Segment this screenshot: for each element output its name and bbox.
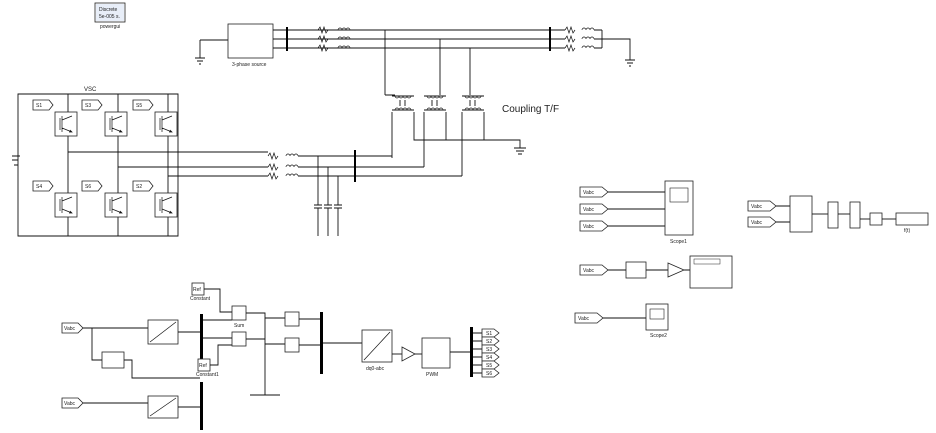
dc-source-icon xyxy=(12,155,20,166)
scope1-input-tags: Vabc Vabc Vabc xyxy=(579,186,609,232)
load-ground-icon xyxy=(602,38,635,67)
svg-text:Ref: Ref xyxy=(199,363,207,369)
igbt-s5[interactable]: S5 xyxy=(132,99,178,137)
transformer-c xyxy=(461,95,485,120)
pi-block-1[interactable] xyxy=(284,311,300,327)
igbt-s4[interactable]: S4 xyxy=(32,180,78,218)
scope1-group[interactable]: Vabc Vabc Vabc Scope1 xyxy=(579,180,694,245)
svg-text:Sum: Sum xyxy=(234,323,244,329)
gate-signal-goto-tags: S1 S2 S3 S4 S5 S6 xyxy=(473,328,500,378)
demux-bar-2 xyxy=(200,382,203,430)
source-caption: 3-phase source xyxy=(232,62,267,68)
pll-block[interactable] xyxy=(789,195,813,233)
pll-mux-block[interactable] xyxy=(849,201,861,229)
igbt-s1[interactable]: S1 xyxy=(32,99,78,137)
pll-ref-block[interactable] xyxy=(101,351,125,369)
gain-display-chain[interactable]: Vabc xyxy=(579,255,733,289)
scope1-block[interactable] xyxy=(664,180,694,236)
pwm-demux-bar xyxy=(470,327,473,377)
svg-text:S4: S4 xyxy=(486,355,492,361)
pll-filter-block[interactable] xyxy=(827,201,839,229)
svg-text:Vabc: Vabc xyxy=(578,316,590,322)
svg-text:dq0-abc: dq0-abc xyxy=(366,366,385,372)
coupling-tf-label: Coupling T/F xyxy=(502,104,559,115)
vsc-label: VSC xyxy=(84,87,97,93)
demux-bar-1 xyxy=(200,314,203,364)
svg-text:S6: S6 xyxy=(486,371,492,377)
svg-text:S3: S3 xyxy=(486,347,492,353)
vabc-input-tag-1: Vabc xyxy=(61,322,84,334)
scope2-block[interactable] xyxy=(645,303,669,331)
pll-display-block[interactable] xyxy=(895,212,929,226)
pll-output-caption: f(t) xyxy=(904,228,910,234)
svg-text:S5: S5 xyxy=(486,363,492,369)
control-section[interactable]: Vabc Vabc Ref Constant Ref Constant1 Sum xyxy=(61,282,500,430)
rl-branch-grid-right[interactable] xyxy=(555,25,635,67)
transformer-a xyxy=(385,94,415,120)
pll-chain[interactable]: Vabc Vabc f(t) xyxy=(747,195,929,234)
transformer-ground-icon xyxy=(514,147,526,155)
igbt-s3[interactable]: S3 xyxy=(81,99,128,137)
svg-text:PWM: PWM xyxy=(426,372,438,378)
svg-text:S4: S4 xyxy=(36,184,42,190)
svg-text:S2: S2 xyxy=(486,339,492,345)
modulation-gain-icon[interactable] xyxy=(401,346,416,362)
pi-block-2[interactable] xyxy=(284,337,300,353)
vabc-input-tag-2: Vabc xyxy=(61,397,84,409)
powergui-caption: powergui xyxy=(100,24,120,30)
svg-text:Vabc: Vabc xyxy=(583,190,595,196)
vsc-filter[interactable] xyxy=(250,150,462,236)
svg-text:Vabc: Vabc xyxy=(64,326,76,332)
svg-text:S2: S2 xyxy=(136,184,142,190)
constant-block-1[interactable]: Ref Constant xyxy=(190,282,211,302)
shunt-capacitors-icon xyxy=(314,204,342,236)
vsc-converter[interactable]: VSC xyxy=(12,87,250,237)
svg-text:Vabc: Vabc xyxy=(64,401,76,407)
three-phase-source-block[interactable] xyxy=(227,23,274,59)
svg-text:S5: S5 xyxy=(136,103,142,109)
svg-text:Ref: Ref xyxy=(193,287,201,293)
scope2-caption: Scope2 xyxy=(650,333,667,339)
gain-icon[interactable] xyxy=(667,262,685,278)
sum-block-1[interactable] xyxy=(231,305,247,321)
svg-text:Vabc: Vabc xyxy=(583,268,595,274)
igbt-s6[interactable]: S6 xyxy=(81,180,128,218)
scope2-group[interactable]: Vabc Scope2 xyxy=(574,303,669,339)
svg-text:S1: S1 xyxy=(36,103,42,109)
pwm-generator-block[interactable] xyxy=(421,337,451,369)
transformer-b xyxy=(423,95,447,120)
svg-text:Constant1: Constant1 xyxy=(196,372,219,378)
svg-text:S6: S6 xyxy=(85,184,91,190)
sum-block-2[interactable] xyxy=(231,331,247,347)
constant-block-2[interactable]: Ref Constant1 xyxy=(196,358,219,378)
svg-text:Vabc: Vabc xyxy=(751,220,763,226)
display-block[interactable] xyxy=(689,255,733,289)
svg-text:Vabc: Vabc xyxy=(583,224,595,230)
powergui-mode-text: Discrete xyxy=(99,7,118,13)
igbt-s2[interactable]: S2 xyxy=(132,180,178,218)
scope1-caption: Scope1 xyxy=(670,239,687,245)
svg-text:Vabc: Vabc xyxy=(751,204,763,210)
pll-gain-block[interactable] xyxy=(869,212,883,226)
powergui-block[interactable]: Discrete 5e-005 s. powergui xyxy=(94,2,126,30)
powergui-step-text: 5e-005 s. xyxy=(99,14,120,20)
measure-block[interactable] xyxy=(625,261,647,279)
source-ground-icon xyxy=(195,39,228,65)
svg-text:S1: S1 xyxy=(486,331,492,337)
mux-bar xyxy=(320,312,323,374)
svg-text:Vabc: Vabc xyxy=(583,207,595,213)
svg-text:S3: S3 xyxy=(85,103,91,109)
svg-text:Constant: Constant xyxy=(190,296,211,302)
rl-branch-grid-left[interactable] xyxy=(317,25,351,53)
grid-section: 3-phase source xyxy=(195,23,635,68)
coupling-transformers[interactable]: Coupling T/F xyxy=(384,30,559,176)
